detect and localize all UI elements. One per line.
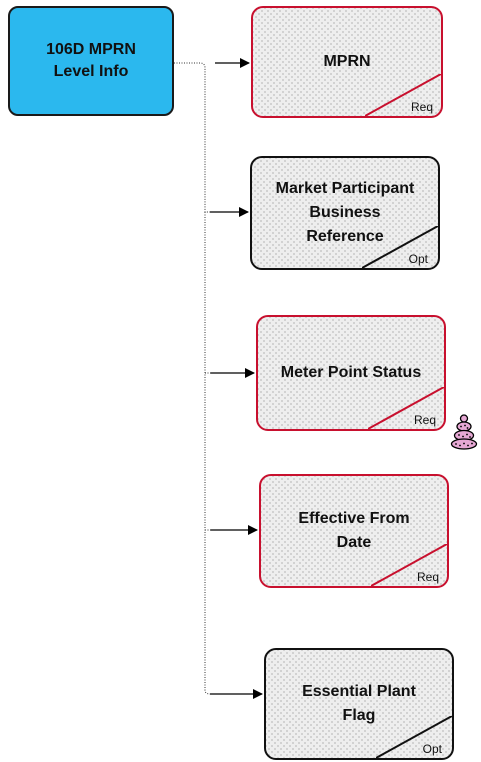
root-node-106d-mprn-level-info[interactable]: 106D MPRN Level Info <box>8 6 174 116</box>
node-mprn[interactable]: MPRN Req <box>251 6 443 118</box>
connector-trunk <box>204 212 211 695</box>
node-label: Effective From Date <box>298 510 410 551</box>
node-label: Meter Point Status <box>280 364 422 381</box>
corner-divider <box>376 716 452 758</box>
corner-divider <box>365 74 441 116</box>
node-label: Essential Plant Flag <box>302 683 416 724</box>
node-meter-point-status[interactable]: Meter Point Status Req <box>256 315 446 431</box>
required-badge: Req <box>410 100 433 114</box>
node-effective-from-date[interactable]: Effective From Date Req <box>259 474 449 588</box>
connector-mprn <box>174 62 210 213</box>
node-label: MPRN <box>323 53 371 70</box>
corner-divider <box>371 544 447 586</box>
corner-divider <box>368 387 444 429</box>
optional-badge: Opt <box>422 742 442 756</box>
corner-divider <box>362 226 438 268</box>
node-essential-plant-flag[interactable]: Essential Plant Flag Opt <box>264 648 454 760</box>
node-market-participant-business-reference[interactable]: Market Participant Business Reference Op… <box>250 156 440 270</box>
required-badge: Req <box>416 570 439 584</box>
root-node-label: 106D MPRN Level Info <box>46 41 136 80</box>
stacked-cone-icon <box>450 414 478 450</box>
node-label: Market Participant Business Reference <box>275 180 415 245</box>
optional-badge: Opt <box>408 252 428 266</box>
required-badge: Req <box>413 413 436 427</box>
